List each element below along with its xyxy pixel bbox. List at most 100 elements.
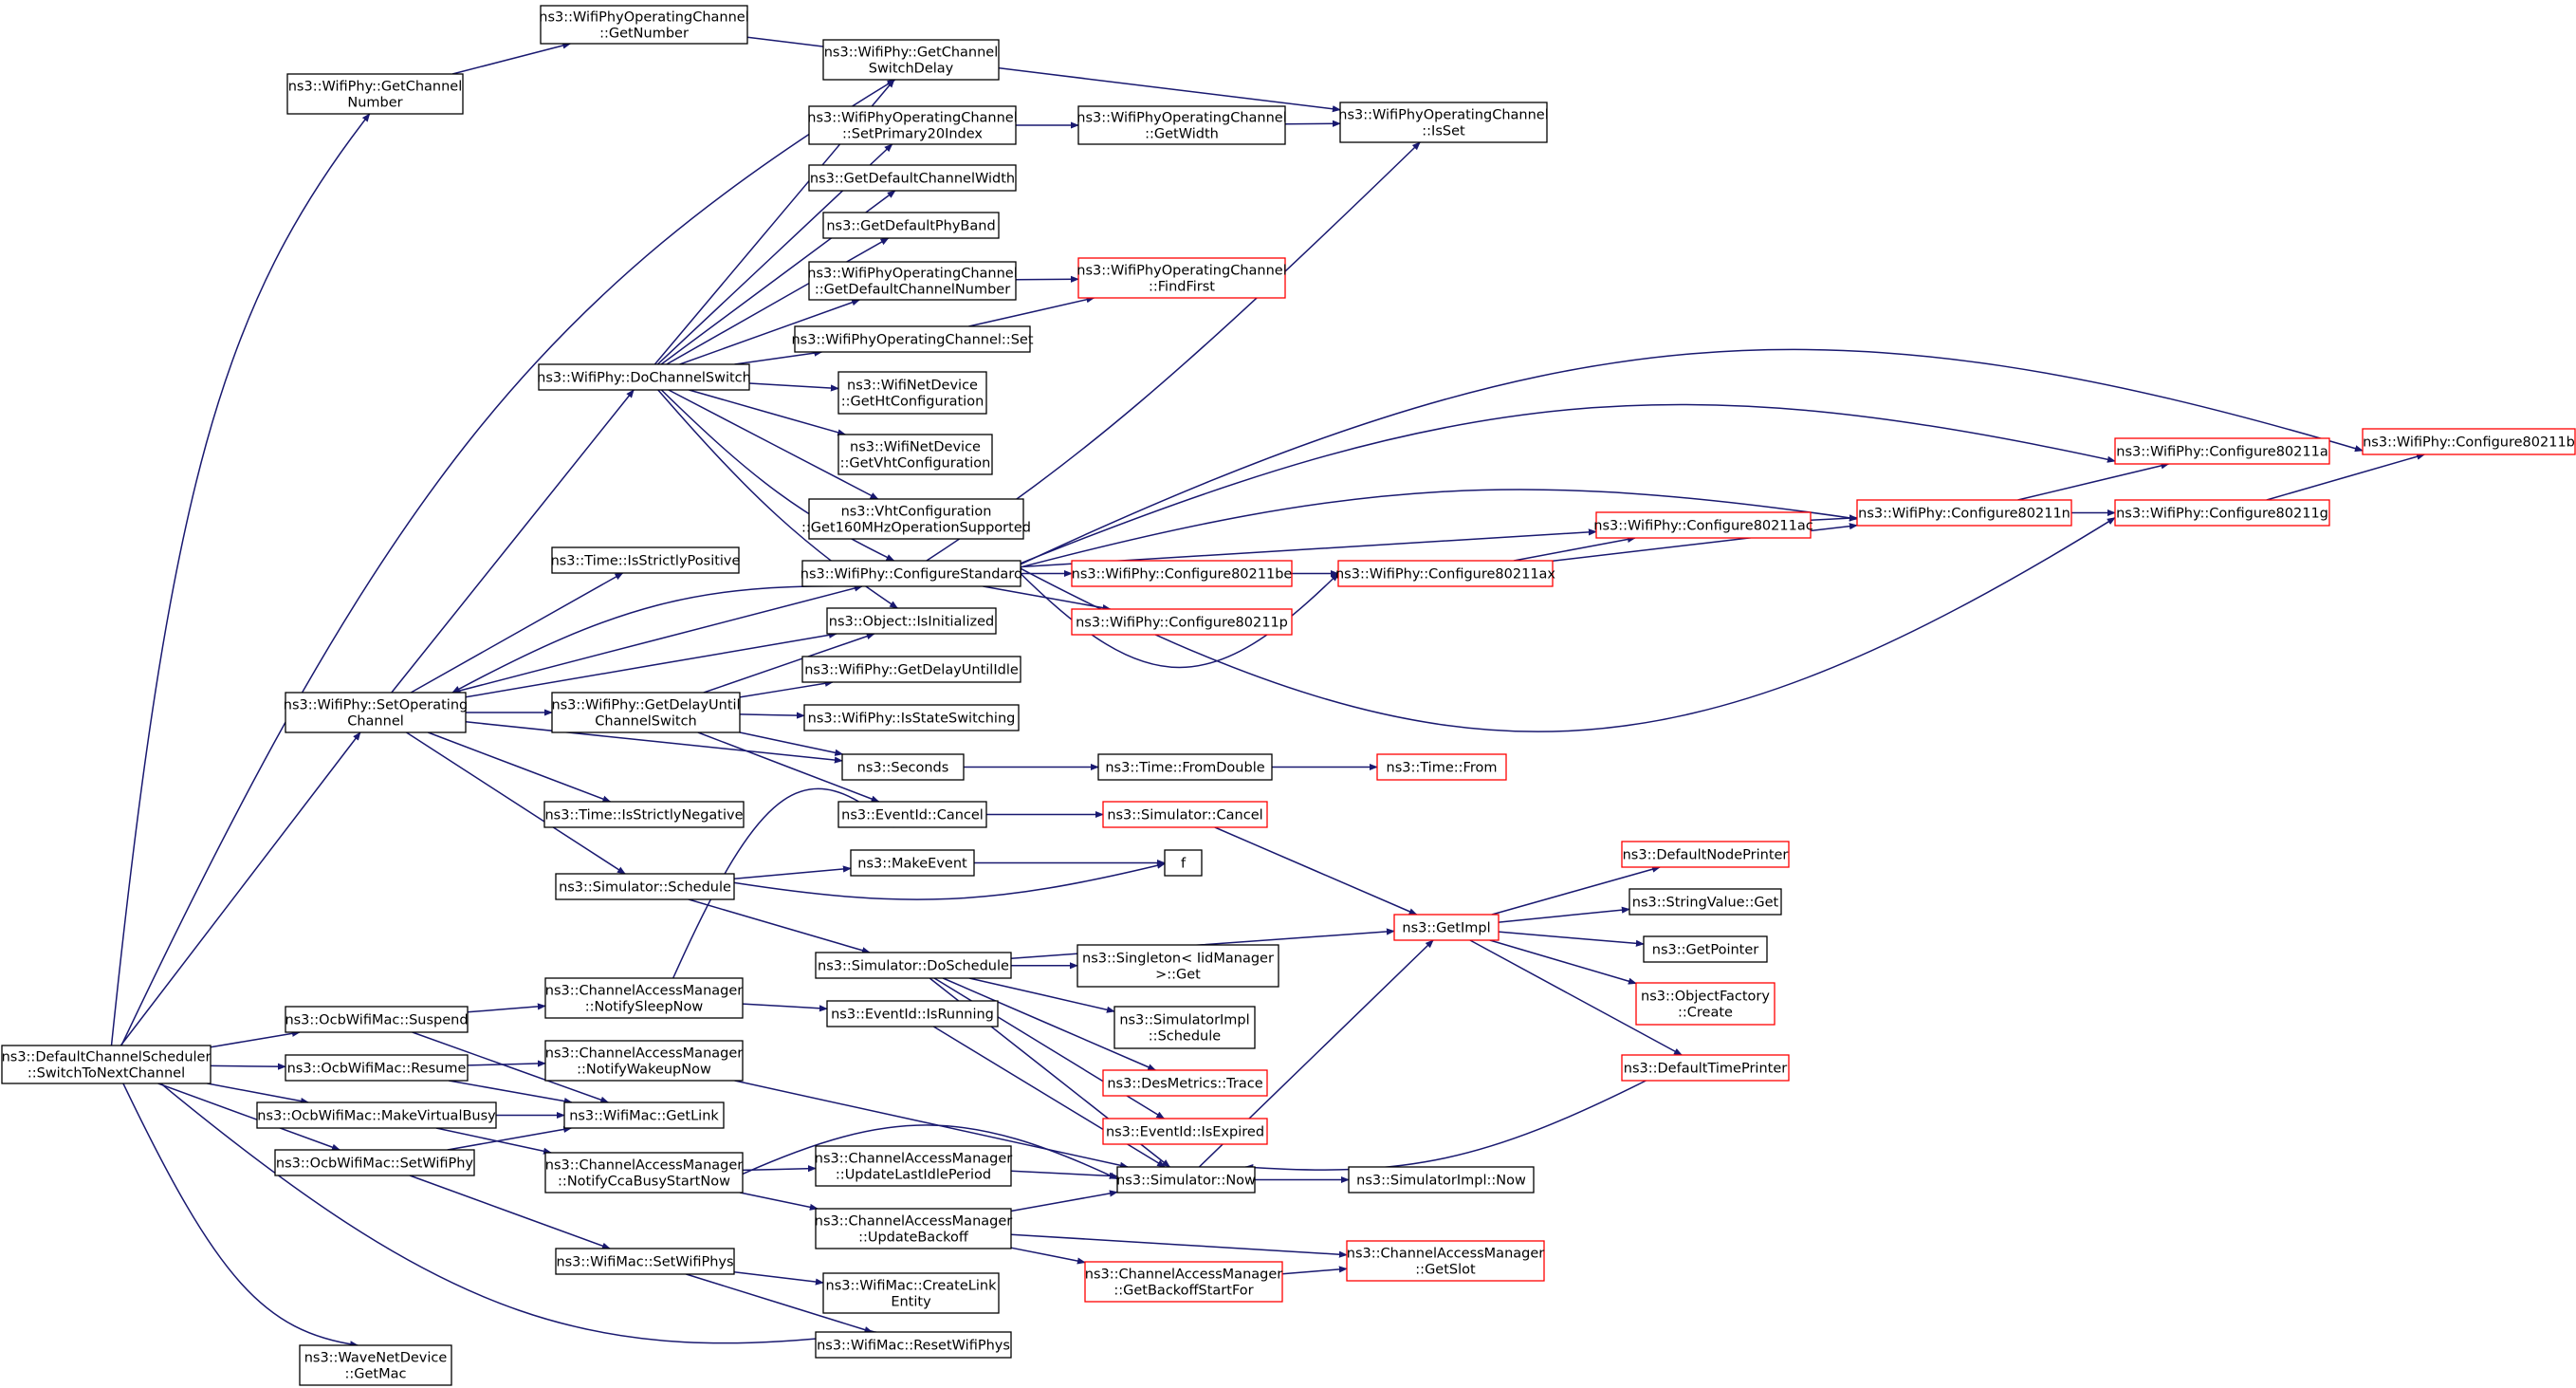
node-get-slot[interactable]: ns3::ChannelAccessManager::GetSlot <box>1346 1240 1545 1282</box>
node-op-is-set[interactable]: ns3::WifiPhyOperatingChannel::IsSet <box>1338 102 1549 143</box>
node-op-get-width[interactable]: ns3::WifiPhyOperatingChannel::GetWidth <box>1076 105 1287 145</box>
node-box <box>256 1101 497 1129</box>
node-get-delay-until-idle[interactable]: ns3::WifiPhy::GetDelayUntilIdle <box>801 656 1021 683</box>
node-is-strictly-negative[interactable]: ns3::Time::IsStrictlyNegative <box>543 801 745 828</box>
node-event-id-is-expired[interactable]: ns3::EventId::IsExpired <box>1102 1118 1268 1145</box>
node-label-line: ns3::ChannelAccessManager <box>545 1046 744 1062</box>
node-time-from[interactable]: ns3::Time::From <box>1376 753 1507 781</box>
node-des-metrics-trace[interactable]: ns3::DesMetrics::Trace <box>1102 1069 1268 1097</box>
node-configure80211p[interactable]: ns3::WifiPhy::Configure80211p <box>1071 608 1293 636</box>
node-configure80211ax[interactable]: ns3::WifiPhy::Configure80211ax <box>1335 560 1555 587</box>
node-simulator-impl-now[interactable]: ns3::SimulatorImpl::Now <box>1348 1166 1535 1194</box>
node-label-line: ns3::OcbWifiMac::Resume <box>287 1062 467 1077</box>
edge-set-operating-channel-to-do-channel-switch <box>391 389 635 694</box>
node-event-id-is-running[interactable]: ns3::EventId::IsRunning <box>826 1000 999 1027</box>
node-label-line: ns3::Time::IsStrictlyPositive <box>551 554 741 569</box>
node-singleton-get[interactable]: ns3::Singleton< IidManager >::Get <box>1076 944 1279 988</box>
node-wave-get-mac[interactable]: ns3::WaveNetDevice::GetMac <box>299 1344 452 1386</box>
edge-update-backoff-to-get-slot <box>1010 1233 1348 1258</box>
node-op-get-number[interactable]: ns3::WifiPhyOperatingChannel::GetNumber <box>539 5 749 45</box>
node-configure80211n[interactable]: ns3::WifiPhy::Configure80211n <box>1856 499 2072 527</box>
node-root[interactable]: ns3::DefaultChannelScheduler::SwitchToNe… <box>1 1045 212 1084</box>
edges-layer <box>110 36 2426 1348</box>
node-object-factory-create[interactable]: ns3::ObjectFactory::Create <box>1635 982 1776 1026</box>
node-ocb-set-wifi-phy[interactable]: ns3::OcbWifiMac::SetWifiPhy <box>274 1149 475 1176</box>
node-get-ht-configuration[interactable]: ns3::WifiNetDevice::GetHtConfiguration <box>837 371 987 415</box>
node-is-strictly-positive[interactable]: ns3::Time::IsStrictlyPositive <box>551 546 741 574</box>
node-string-value-get[interactable]: ns3::StringValue::Get <box>1628 888 1782 916</box>
node-label-line: ::UpdateBackoff <box>858 1231 969 1246</box>
node-get-vht-configuration[interactable]: ns3::WifiNetDevice::GetVhtConfiguration <box>837 434 993 475</box>
node-simulator-do-schedule[interactable]: ns3::Simulator::DoSchedule <box>815 952 1012 979</box>
node-f[interactable]: f <box>1164 849 1203 877</box>
node-box <box>837 371 987 415</box>
node-notify-wakeup-now[interactable]: ns3::ChannelAccessManager::NotifyWakeupN… <box>544 1040 744 1082</box>
node-op-find-first[interactable]: ns3::WifiPhyOperatingChannel::FindFirst <box>1076 257 1287 299</box>
node-label-line: ns3::WifiNetDevice <box>850 440 981 455</box>
node-ocb-make-virtual-busy[interactable]: ns3::OcbWifiMac::MakeVirtualBusy <box>256 1101 497 1129</box>
node-wifi-mac-get-link[interactable]: ns3::WifiMac::GetLink <box>563 1101 725 1129</box>
node-get-default-channel-width[interactable]: ns3::GetDefaultChannelWidth <box>808 164 1017 192</box>
node-simulator-schedule[interactable]: ns3::Simulator::Schedule <box>555 873 735 900</box>
node-update-backoff[interactable]: ns3::ChannelAccessManager::UpdateBackoff <box>815 1208 1013 1249</box>
node-ocb-resume[interactable]: ns3::OcbWifiMac::Resume <box>285 1054 469 1082</box>
edge-do-channel-switch-to-configure-standard <box>660 389 895 562</box>
node-default-time-printer[interactable]: ns3::DefaultTimePrinter <box>1621 1054 1790 1082</box>
node-configure80211b[interactable]: ns3::WifiPhy::Configure80211b <box>2362 428 2576 455</box>
node-label-line: ns3::WifiMac::CreateLink <box>826 1279 998 1294</box>
node-default-node-printer[interactable]: ns3::DefaultNodePrinter <box>1621 841 1790 868</box>
node-box <box>1346 1240 1545 1282</box>
node-label-line: ::GetWidth <box>1145 127 1219 142</box>
node-notify-cca-busy-start-now[interactable]: ns3::ChannelAccessManager::NotifyCcaBusy… <box>544 1152 744 1194</box>
edge-set-operating-channel-to-is-strictly-negative <box>428 731 612 803</box>
node-box <box>1077 105 1286 145</box>
node-is-initialized[interactable]: ns3::Object::IsInitialized <box>826 607 997 635</box>
node-box <box>1113 1006 1256 1049</box>
node-configure80211g[interactable]: ns3::WifiPhy::Configure80211g <box>2114 499 2330 527</box>
node-box <box>815 1331 1012 1359</box>
node-do-channel-switch[interactable]: ns3::WifiPhy::DoChannelSwitch <box>537 363 751 391</box>
edge-simulator-do-schedule-to-simulator-impl-schedule <box>968 977 1115 1013</box>
node-set-primary20-index[interactable]: ns3::WifiPhyOperatingChannel::SetPrimary… <box>807 105 1018 145</box>
node-op-set[interactable]: ns3::WifiPhyOperatingChannel::Set <box>791 325 1034 353</box>
node-get-backoff-start-for[interactable]: ns3::ChannelAccessManager::GetBackoffSta… <box>1084 1261 1283 1303</box>
node-ocb-suspend[interactable]: ns3::OcbWifiMac::Suspend <box>285 1006 469 1033</box>
node-box <box>808 261 1017 301</box>
node-label-line: ns3::WifiPhy::GetDelayUntilIdle <box>804 663 1019 678</box>
node-configure80211be[interactable]: ns3::WifiPhy::Configure80211be <box>1071 560 1293 587</box>
node-label-line: Entity <box>891 1295 931 1310</box>
node-get160-mhz[interactable]: ns3::VhtConfiguration::Get160MHzOperatio… <box>801 498 1031 540</box>
node-simulator-impl-schedule[interactable]: ns3::SimulatorImpl::Schedule <box>1113 1006 1256 1049</box>
node-configure-standard[interactable]: ns3::WifiPhy::ConfigureStandard <box>800 560 1022 587</box>
node-box <box>551 546 740 574</box>
node-event-id-cancel[interactable]: ns3::EventId::Cancel <box>837 801 987 828</box>
node-simulator-now[interactable]: ns3::Simulator::Now <box>1116 1166 1256 1194</box>
node-box <box>1635 982 1776 1026</box>
edge-set-operating-channel-to-seconds <box>465 721 843 764</box>
node-update-last-idle-period[interactable]: ns3::ChannelAccessManager::UpdateLastIdl… <box>815 1145 1013 1187</box>
node-notify-sleep-now[interactable]: ns3::ChannelAccessManager::NotifySleepNo… <box>544 977 744 1019</box>
edge-set-operating-channel-to-is-strictly-positive <box>410 572 624 694</box>
node-configure80211a[interactable]: ns3::WifiPhy::Configure80211a <box>2114 437 2330 465</box>
node-box <box>837 801 987 828</box>
edge-op-set-to-op-find-first <box>968 296 1095 327</box>
node-seconds[interactable]: ns3::Seconds <box>841 753 965 781</box>
node-make-event[interactable]: ns3::MakeEvent <box>850 849 975 877</box>
node-op-get-default-channel-number[interactable]: ns3::WifiPhyOperatingChannel::GetDefault… <box>807 261 1018 301</box>
node-reset-wifi-phys[interactable]: ns3::WifiMac::ResetWifiPhys <box>815 1331 1012 1359</box>
node-get-impl[interactable]: ns3::GetImpl <box>1393 914 1500 941</box>
node-wifi-mac-set-wifi-phys[interactable]: ns3::WifiMac::SetWifiPhys <box>555 1248 735 1275</box>
node-is-state-switching[interactable]: ns3::WifiPhy::IsStateSwitching <box>803 704 1020 731</box>
edge-notify-cca-busy-start-now-to-update-backoff <box>739 1192 819 1211</box>
node-get-default-phy-band[interactable]: ns3::GetDefaultPhyBand <box>822 212 1000 239</box>
node-get-pointer[interactable]: ns3::GetPointer <box>1643 935 1768 963</box>
node-simulator-cancel[interactable]: ns3::Simulator::Cancel <box>1102 801 1268 828</box>
node-configure80211ac[interactable]: ns3::WifiPhy::Configure80211ac <box>1593 511 1813 539</box>
node-from-double[interactable]: ns3::Time::FromDouble <box>1097 753 1273 781</box>
node-box <box>1102 1069 1268 1097</box>
